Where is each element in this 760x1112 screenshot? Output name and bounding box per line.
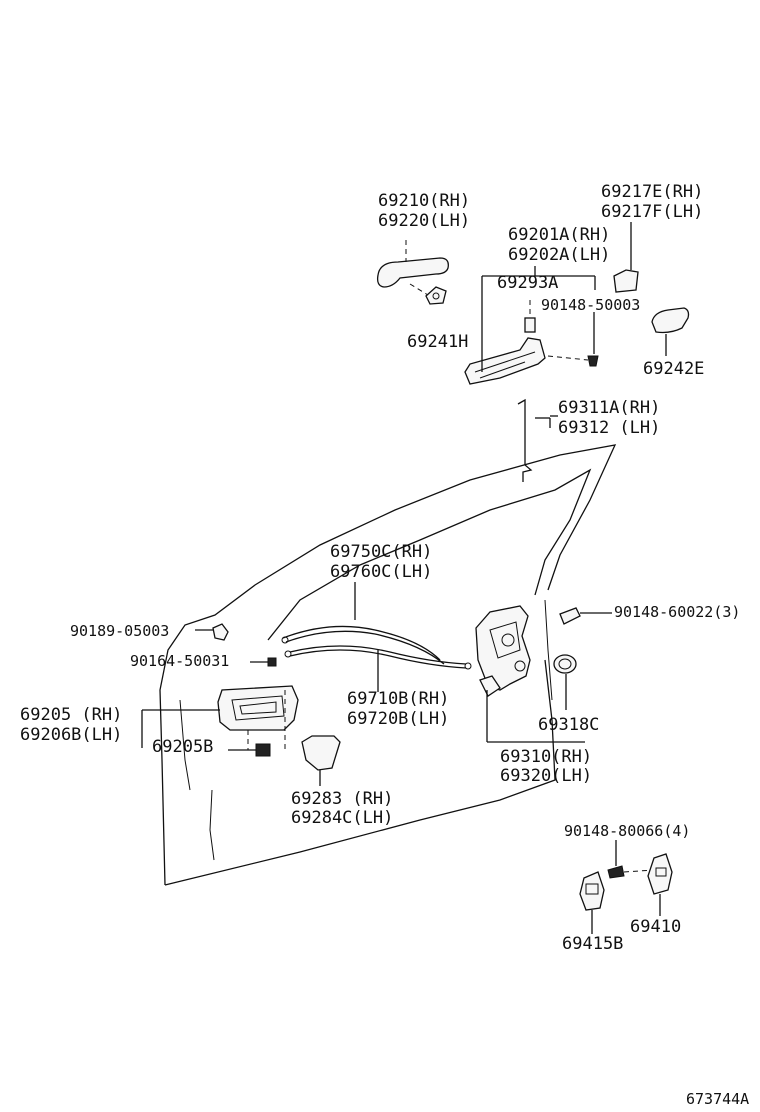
label-screw-lock: 90148-60022(3)	[614, 603, 740, 621]
clip-90189	[195, 623, 229, 641]
label-rod-lh: 69312 (LH)	[558, 418, 660, 438]
label-cable2-lh: 69720B(LH)	[347, 709, 449, 729]
label-inner-lh: 69206B(LH)	[20, 725, 122, 745]
handle-pad	[425, 286, 447, 305]
lock-cover	[553, 654, 577, 710]
label-striker-screw: 90148-80066(4)	[564, 822, 690, 840]
label-rod-rh: 69311A(RH)	[558, 398, 660, 418]
outside-handle	[376, 240, 449, 296]
label-inner-screw: 69205B	[152, 737, 213, 757]
inside-handle-bezel	[301, 735, 341, 786]
lock-rod	[517, 398, 551, 482]
label-cable-lh: 69760C(LH)	[330, 562, 432, 582]
inside-handle-screw	[228, 743, 271, 757]
label-outer-handle-lh: 69220(LH)	[378, 211, 470, 231]
handle-cover	[613, 222, 639, 293]
label-outer-handle-rh: 69210(RH)	[378, 191, 470, 211]
label-striker: 69410	[630, 917, 681, 937]
label-cable-rh: 69750C(RH)	[330, 542, 432, 562]
door-lock-assembly	[475, 605, 585, 743]
clip-90164	[250, 657, 277, 667]
label-striker-plate: 69415B	[562, 934, 623, 954]
label-screw-top: 90148-50003	[541, 296, 640, 314]
label-frame-rh: 69201A(RH)	[508, 225, 610, 245]
label-clip-a: 90189-05003	[70, 622, 169, 640]
label-lock-lh: 69320(LH)	[500, 766, 592, 786]
label-bezel-rh: 69283 (RH)	[291, 789, 393, 809]
label-handle-pad: 69241H	[407, 332, 468, 352]
label-cable2-rh: 69710B(RH)	[347, 689, 449, 709]
label-pad-right: 69242E	[643, 359, 704, 379]
label-frame-sub: 69293A	[497, 273, 558, 293]
striker-screw	[607, 840, 655, 879]
inside-handle	[141, 685, 299, 752]
striker	[647, 853, 673, 916]
figure-id: 673744A	[686, 1090, 749, 1108]
label-inner-rh: 69205 (RH)	[20, 705, 122, 725]
label-cover-lh: 69217F(LH)	[601, 202, 703, 222]
inside-handle-cable	[281, 636, 472, 692]
label-lock-rh: 69310(RH)	[500, 747, 592, 767]
door-outline	[159, 444, 617, 886]
label-frame-lh: 69202A(LH)	[508, 245, 610, 265]
lock-screw	[559, 607, 612, 625]
door-handle-frame	[464, 266, 599, 385]
label-lock-cover: 69318C	[538, 715, 599, 735]
handle-pad-right	[651, 307, 690, 356]
label-clip-b: 90164-50031	[130, 652, 229, 670]
striker-plate	[579, 871, 605, 934]
label-cover-rh: 69217E(RH)	[601, 182, 703, 202]
label-bezel-lh: 69284C(LH)	[291, 808, 393, 828]
inside-lock-cable	[282, 582, 445, 665]
